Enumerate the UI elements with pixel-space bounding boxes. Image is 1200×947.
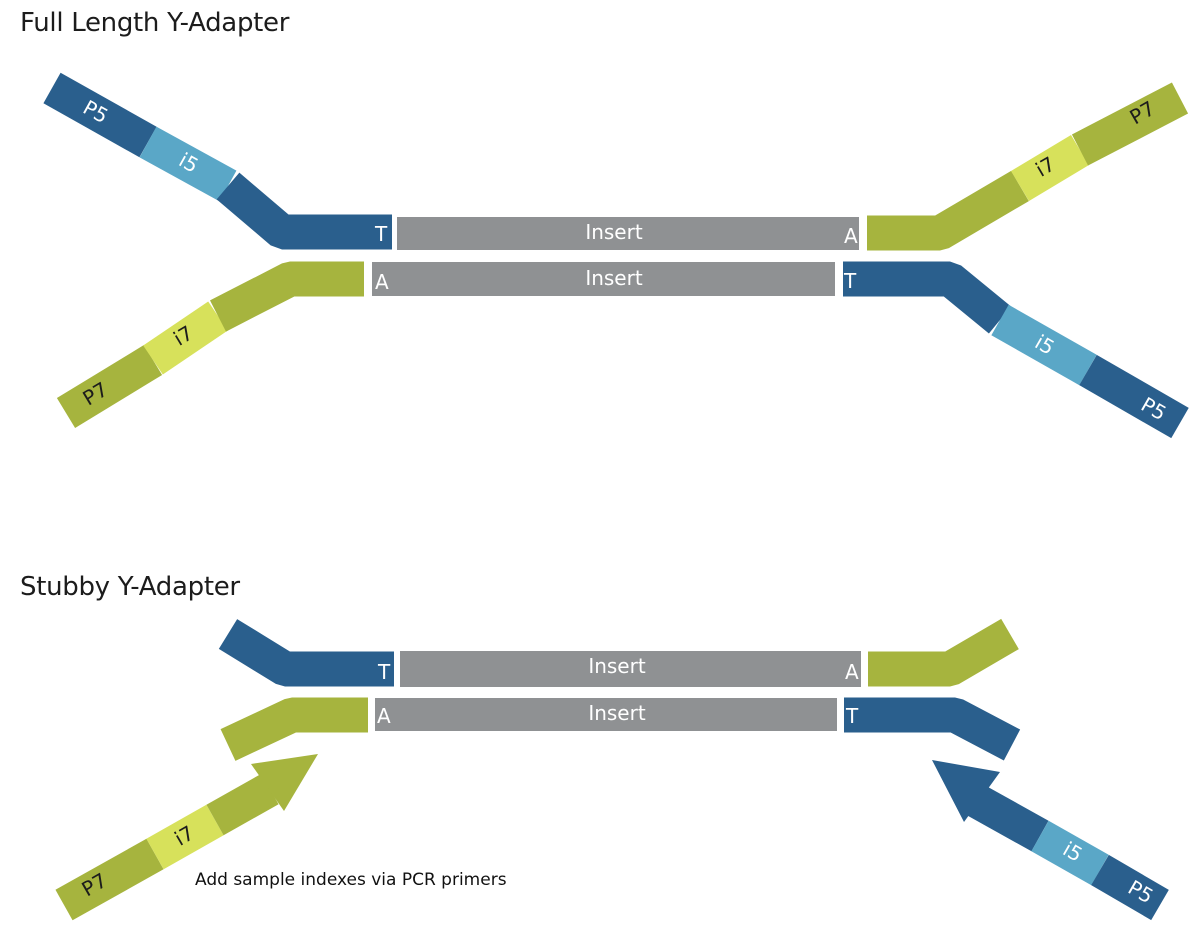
p7-stem (210, 261, 364, 332)
stubby-title: Stubby Y-Adapter (20, 572, 240, 602)
i5-segment (139, 126, 237, 202)
full-length-adapter: Insert Insert P5 i5 T P7 i7 A P7 i7 (43, 72, 1189, 439)
i7-segment (143, 301, 228, 375)
stubby-top-insert-label: Insert (588, 654, 646, 678)
stubby-top-right-base: A (845, 660, 859, 684)
p5-segment (1079, 354, 1189, 439)
p7-segment (56, 345, 163, 428)
arrow-head (932, 760, 1000, 822)
stubby-left-primer-arrow: P7 i7 (55, 754, 318, 921)
stubby-upper-left-stub (218, 619, 394, 687)
full-bottom-insert-bar (372, 262, 835, 296)
pcr-primer-note: Add sample indexes via PCR primers (195, 870, 507, 890)
stubby-bottom-left-base: A (377, 704, 391, 728)
stubby-lower-left-stub (220, 697, 368, 761)
full-lower-left-arm: P7 i7 A (56, 261, 389, 428)
i7-segment (146, 804, 224, 870)
p7-stem (867, 170, 1029, 251)
i5-segment (1031, 820, 1109, 886)
stubby-lower-right-stub (844, 697, 1021, 761)
stubby-upper-right-stub (868, 618, 1019, 687)
p7-segment (1071, 82, 1189, 166)
stubby-top-left-base: T (377, 660, 391, 684)
full-upper-left-arm: P5 i5 T (43, 72, 392, 250)
stubby-bottom-insert-bar (375, 698, 837, 731)
p5-stem (216, 172, 392, 250)
full-top-insert-label: Insert (585, 220, 643, 244)
p5-segment (43, 72, 157, 158)
p7-segment (55, 838, 164, 921)
full-top-insert-bar (397, 217, 859, 250)
full-bottom-right-base: T (843, 269, 857, 293)
stubby-right-primer-arrow: i5 P5 (932, 760, 1169, 921)
i5-segment (991, 304, 1097, 386)
full-lower-right-arm: i5 P5 T (843, 261, 1189, 439)
full-upper-right-arm: P7 i7 A (844, 82, 1189, 251)
stubby-bottom-insert-label: Insert (588, 701, 646, 725)
p7-shaft (206, 773, 279, 836)
p5-stem (843, 261, 1012, 334)
arrow-head (251, 754, 318, 811)
stubby-adapter: Insert Insert T A A T P7 i7 i5 P5 (55, 618, 1169, 921)
stubby-top-insert-bar (400, 651, 861, 687)
full-length-title: Full Length Y-Adapter (20, 8, 290, 38)
full-top-right-base: A (844, 224, 858, 248)
p5-segment (1091, 854, 1169, 921)
full-bottom-left-base: A (375, 270, 389, 294)
p5-shaft (961, 781, 1049, 852)
full-top-left-base: T (374, 222, 388, 246)
stubby-bottom-right-base: T (845, 704, 859, 728)
full-bottom-insert-label: Insert (585, 266, 643, 290)
i7-segment (1010, 134, 1090, 202)
